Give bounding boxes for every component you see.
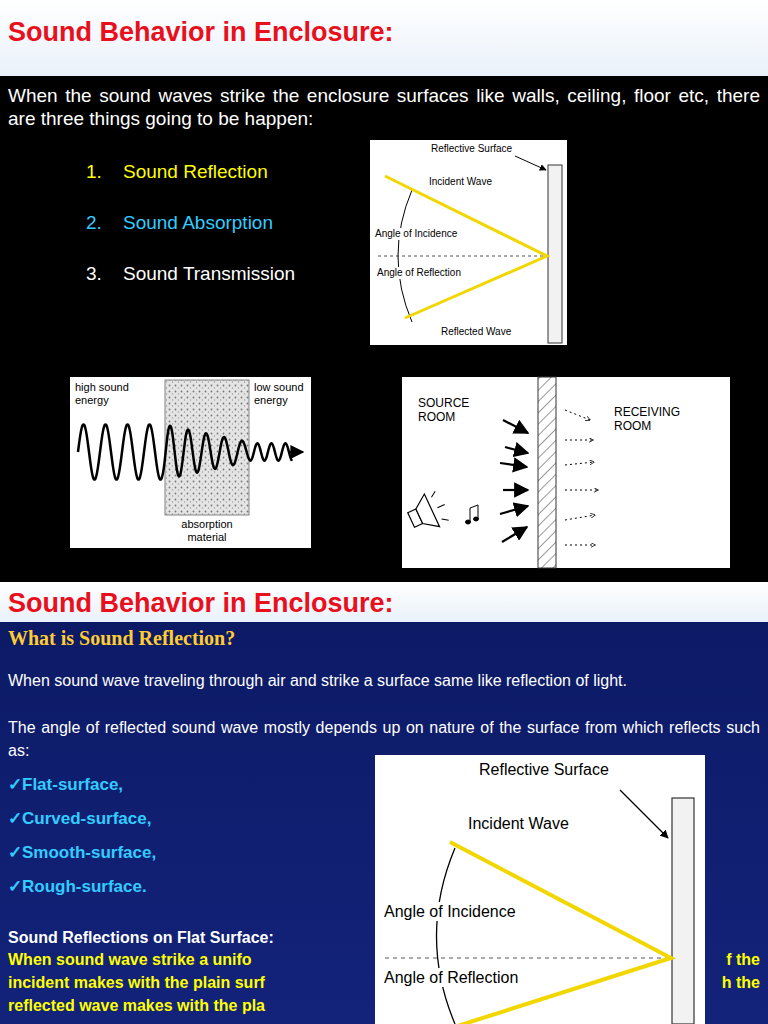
check-item: ✓Flat-surface, [8, 775, 123, 795]
list-number: 3. [86, 262, 102, 285]
transmission-figure [402, 377, 730, 568]
cut-text: When sound wave strike a unifo [8, 950, 252, 969]
room-label: SOURCE ROOM [418, 396, 480, 424]
figure-label: Angle of Incidence [374, 228, 458, 240]
figure-label: Reflective Surface [478, 760, 610, 779]
figure-label: Incident Wave [428, 176, 493, 188]
cut-text: f the [726, 950, 760, 969]
figure-label: Angle of Incidence [383, 902, 517, 921]
absorption-figure [70, 377, 311, 548]
section-heading: What is Sound Reflection? [8, 626, 235, 650]
reflection-figure [370, 140, 567, 345]
list-number: 1. [86, 160, 102, 183]
list-item: Sound Transmission [123, 262, 295, 285]
slide-title: Sound Behavior in Enclosure: [8, 587, 394, 619]
slide-body [0, 76, 768, 582]
header-band [0, 582, 768, 622]
figure-label: high sound energy [75, 381, 155, 407]
music-note-symbol [466, 505, 479, 524]
reflection-figure [375, 755, 705, 1024]
cut-text: h the [722, 973, 760, 992]
check-item: ✓Smooth-surface, [8, 843, 156, 863]
figure-label: Angle of Reflection [383, 968, 519, 987]
list-item: Sound Reflection [123, 160, 268, 183]
list-item: Sound Absorption [123, 211, 273, 234]
check-item: ✓Curved-surface, [8, 809, 151, 829]
list-number: 2. [86, 211, 102, 234]
body-text: The angle of reflected sound wave mostly… [8, 716, 760, 762]
slide-title: Sound Behavior in Enclosure: [8, 16, 394, 48]
header-band [0, 0, 768, 76]
cut-text: incident makes with the plain surf [8, 973, 265, 992]
body-text: When sound wave traveling through air an… [8, 671, 760, 690]
figure-label: absorption material [167, 518, 247, 544]
room-label: RECEIVING ROOM [614, 405, 694, 433]
figure-label: Reflective Surface [430, 143, 513, 155]
figure-label: Incident Wave [467, 814, 570, 833]
figure-label: Angle of Reflection [376, 267, 462, 279]
subheading: Sound Reflections on Flat Surface: [8, 928, 274, 947]
figure-label: low sound energy [254, 381, 309, 407]
loudspeaker-symbol [404, 488, 453, 536]
body-text: When the sound waves strike the enclosur… [8, 84, 760, 130]
figure-label: Reflected Wave [440, 326, 512, 338]
check-item: ✓Rough-surface. [8, 877, 147, 897]
cut-text: reflected wave makes with the pla [8, 996, 265, 1015]
